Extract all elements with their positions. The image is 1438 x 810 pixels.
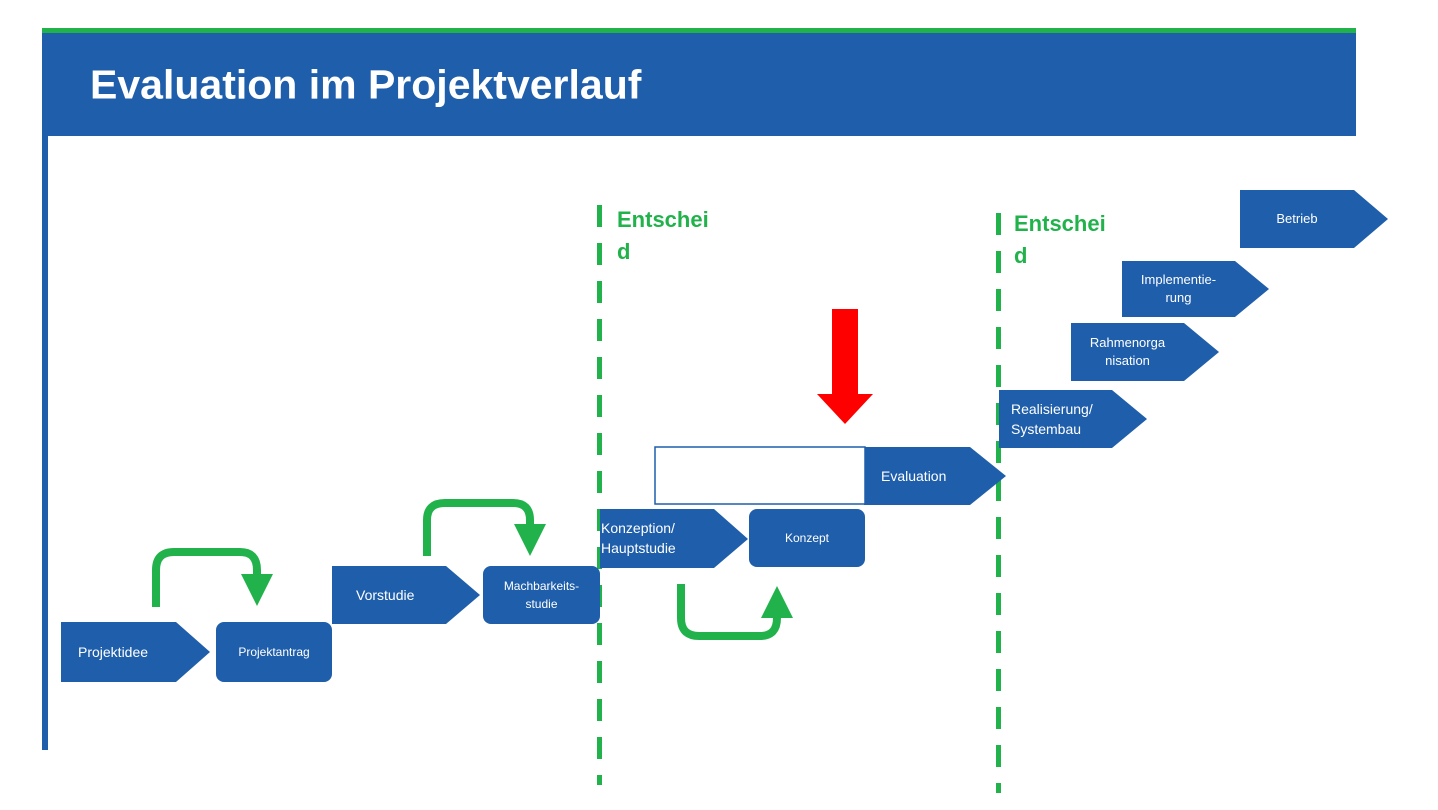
loop-arrow-2 [423, 499, 546, 556]
chevron-projektidee [61, 622, 210, 682]
step-realisierung: Realisierung/ Systembau [1011, 401, 1093, 437]
decision-line-dash [597, 737, 602, 759]
decision-line-dash [996, 289, 1001, 311]
decision-line-2 [996, 213, 1001, 793]
decision-line-dash [996, 631, 1001, 653]
loop-arrow-1 [152, 548, 273, 607]
chevron-evaluation [864, 447, 1006, 505]
title-bar: Evaluation im Projektverlauf [42, 33, 1356, 136]
decision-line-dash [996, 327, 1001, 349]
decision-line-dash [996, 441, 1001, 463]
chevron-implementierung [1122, 261, 1269, 317]
decision-line-dash [996, 365, 1001, 387]
decision-line-dash [597, 661, 602, 683]
step-projektidee: Projektidee [78, 644, 149, 660]
step-evaluation: Evaluation [881, 468, 947, 484]
chevron-konzeption [600, 509, 748, 568]
box-machbarkeit [483, 566, 600, 624]
chevron-vorstudie [332, 566, 480, 624]
decision-line-dash [597, 471, 602, 493]
decision-line-dash [597, 205, 602, 227]
decision-line-dash [996, 669, 1001, 691]
step-projektantrag: Projektantrag [238, 645, 310, 659]
decision-line-dash [996, 707, 1001, 729]
decision-line-dash [597, 243, 602, 265]
step-rahmen: Rahmenorga nisation [1089, 335, 1166, 368]
decision-line-dash [597, 547, 602, 569]
chevron-realisierung [999, 390, 1147, 448]
decision-line-dash [597, 433, 602, 455]
step-konzeption: Konzeption/ Hauptstudie [601, 520, 676, 556]
decision-line-dash [996, 479, 1001, 501]
decision-line-dash [597, 699, 602, 721]
slide-title: Evaluation im Projektverlauf [90, 61, 642, 107]
red-down-arrow [817, 309, 873, 424]
decision-line-dash [996, 403, 1001, 425]
loop-arrow-3 [677, 584, 793, 640]
decision-line-dash [597, 319, 602, 341]
decision-line-dash [597, 395, 602, 417]
decision-line-dash [996, 517, 1001, 539]
step-konzept: Konzept [784, 531, 830, 545]
decision-line-dash [597, 357, 602, 379]
decision-line-dash [597, 623, 602, 645]
decision-line-dash [996, 783, 1001, 793]
decision-line-dash [996, 213, 1001, 235]
box-konzept [749, 509, 865, 567]
evaluation-outline-box [654, 446, 866, 505]
step-betrieb: Betrieb [1276, 211, 1318, 226]
box-projektantrag [216, 622, 332, 682]
chevron-rahmen [1071, 323, 1219, 381]
decision-line-dash [996, 555, 1001, 577]
chevron-betrieb [1240, 190, 1388, 248]
decision-line-dash [597, 775, 602, 785]
step-implementierung: Implementie- rung [1140, 272, 1217, 305]
decision-label-2: Entscheid [1014, 211, 1106, 268]
header-accent-line [42, 28, 1356, 33]
left-accent-bar [42, 136, 48, 750]
decision-line-dash [996, 593, 1001, 615]
step-vorstudie: Vorstudie [356, 587, 415, 603]
step-machbarkeit: Machbarkeits- studie [503, 579, 580, 611]
decision-line-dash [597, 281, 602, 303]
decision-label-1: Entscheid [617, 207, 709, 264]
decision-line-dash [597, 509, 602, 531]
decision-line-dash [996, 251, 1001, 273]
decision-line-dash [996, 745, 1001, 767]
